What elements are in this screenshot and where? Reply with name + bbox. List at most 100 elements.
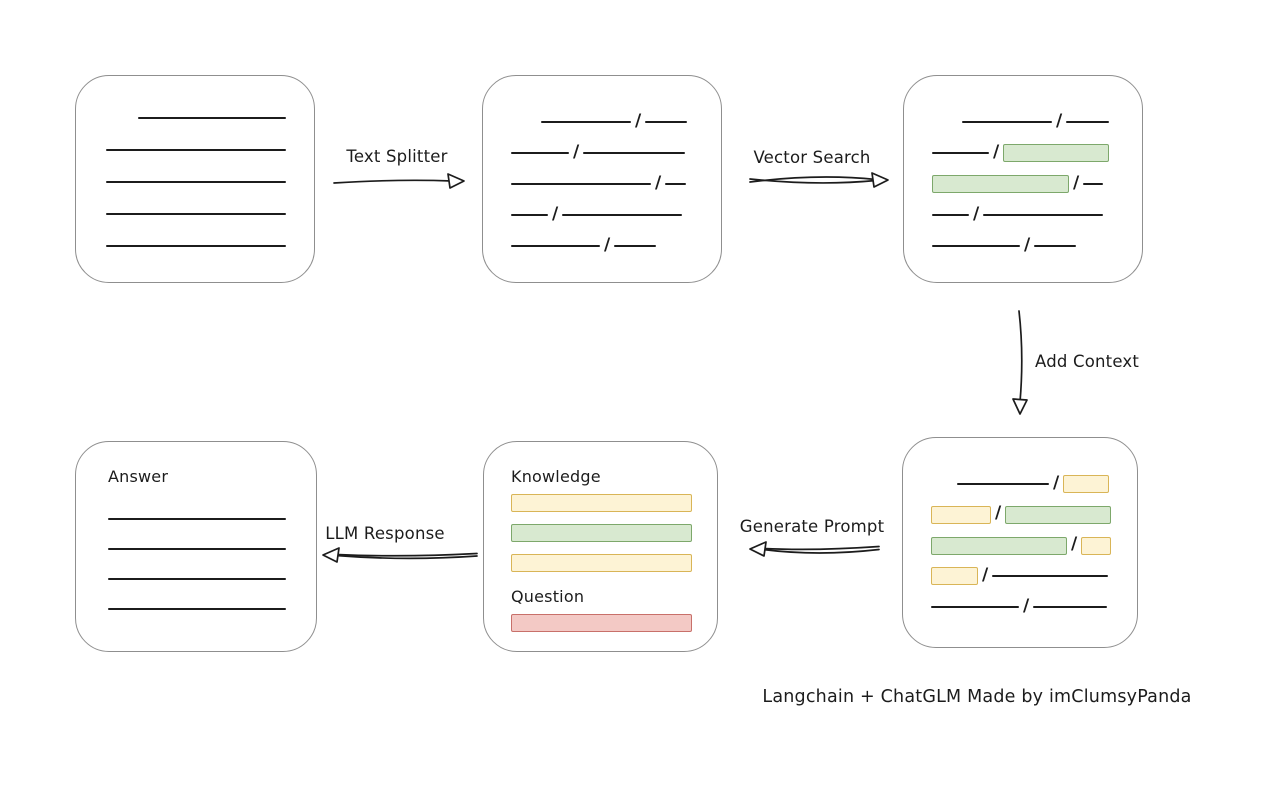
box-row: / [931,474,1112,494]
generate-prompt-arrow [749,541,880,557]
box-row: / [932,143,1116,163]
box-row: / [932,112,1116,132]
box-row [511,518,692,548]
text-line [108,578,286,580]
vector-search-label: Vector Search [753,148,871,167]
text-line [511,245,600,247]
chunk-highlight-green [1003,144,1110,162]
split-chunks-box: / / / / / [482,75,722,283]
answer-box: Answer [75,441,317,652]
box-row [108,504,286,534]
add-context-label: Add Context [1035,352,1140,371]
chunk-highlight-yellow [1081,536,1112,555]
box-row [511,548,692,578]
chunk-highlight-yellow [511,494,692,512]
box-row: / [931,597,1112,617]
text-line [957,483,1049,485]
text-line [106,181,286,183]
context-chunks-box: / / / / / [902,437,1138,648]
text-line [541,121,631,123]
generate-prompt-label: Generate Prompt [739,517,885,536]
chunk-separator: / [635,110,642,131]
text-line [511,152,569,154]
chunk-separator: / [982,564,989,585]
text-line [932,245,1020,247]
box-row: / [931,505,1112,525]
chunk-highlight-green [1005,505,1112,524]
add-context-arrow [1012,310,1028,415]
text-line [1066,121,1110,123]
chunk-highlight-green [511,524,692,542]
vector-search-arrow [749,172,889,188]
chunk-separator: / [552,203,559,224]
text-line [138,117,286,119]
chunk-separator: / [973,203,980,224]
text-line [108,518,286,520]
chunk-highlight-green [931,536,1067,555]
text-line [931,606,1019,608]
box-row [108,564,286,594]
chunk-separator: / [604,234,611,255]
box-row: / [932,236,1116,256]
box-row: / [511,205,695,225]
text-line [932,214,969,216]
text-line [992,575,1109,578]
box-row [106,236,286,256]
text-line [1034,245,1077,247]
box-row [106,140,286,160]
text-line [108,548,286,550]
chunk-separator: / [1071,534,1078,554]
text-line [1083,183,1104,185]
text-splitter-label: Text Splitter [346,147,448,166]
box-row: / [511,236,695,256]
vector-matched-chunks-box: / / / / / [903,75,1143,283]
chunk-separator: / [1023,595,1030,616]
box-row [511,608,692,638]
chunk-separator: / [1073,172,1080,193]
box-row [106,204,286,224]
text-line [562,214,683,216]
box-row [106,172,286,192]
chunk-separator: / [573,141,580,162]
box-row [108,534,286,564]
box-row [511,488,692,518]
box-row: / [931,566,1112,586]
chunk-separator: / [1053,472,1060,493]
llm-response-label: LLM Response [325,524,445,543]
box-row: / [931,536,1112,556]
text-line [962,121,1052,123]
source-document-box [75,75,315,283]
text-line [665,183,687,185]
credit-caption: Langchain + ChatGLM Made by imClumsyPand… [762,687,1192,707]
text-splitter-arrow [333,173,465,189]
box-row: Knowledge [511,464,691,488]
chunk-separator: / [655,172,662,193]
text-line [106,213,286,215]
text-line [108,608,286,610]
text-line [932,152,989,154]
box-row [108,594,286,624]
chunk-separator: / [1056,110,1063,131]
section-label: Knowledge [511,466,601,486]
box-row: Question [511,584,691,608]
text-line [106,149,286,151]
section-label: Answer [108,466,169,486]
chunk-highlight-yellow [931,505,991,524]
text-line [583,152,686,154]
chunk-highlight-red [511,614,692,632]
chunk-highlight-yellow [1063,475,1110,493]
section-label: Question [511,586,585,606]
box-row: / [511,174,695,194]
text-line [511,214,548,216]
chunk-highlight-yellow [511,554,692,572]
text-line [511,183,651,185]
text-line [106,245,286,247]
text-line [1033,606,1108,608]
text-line [983,214,1104,216]
box-row: / [932,205,1116,225]
chunk-separator: / [995,503,1002,524]
box-row: / [932,174,1116,194]
chunk-highlight-green [932,175,1069,193]
